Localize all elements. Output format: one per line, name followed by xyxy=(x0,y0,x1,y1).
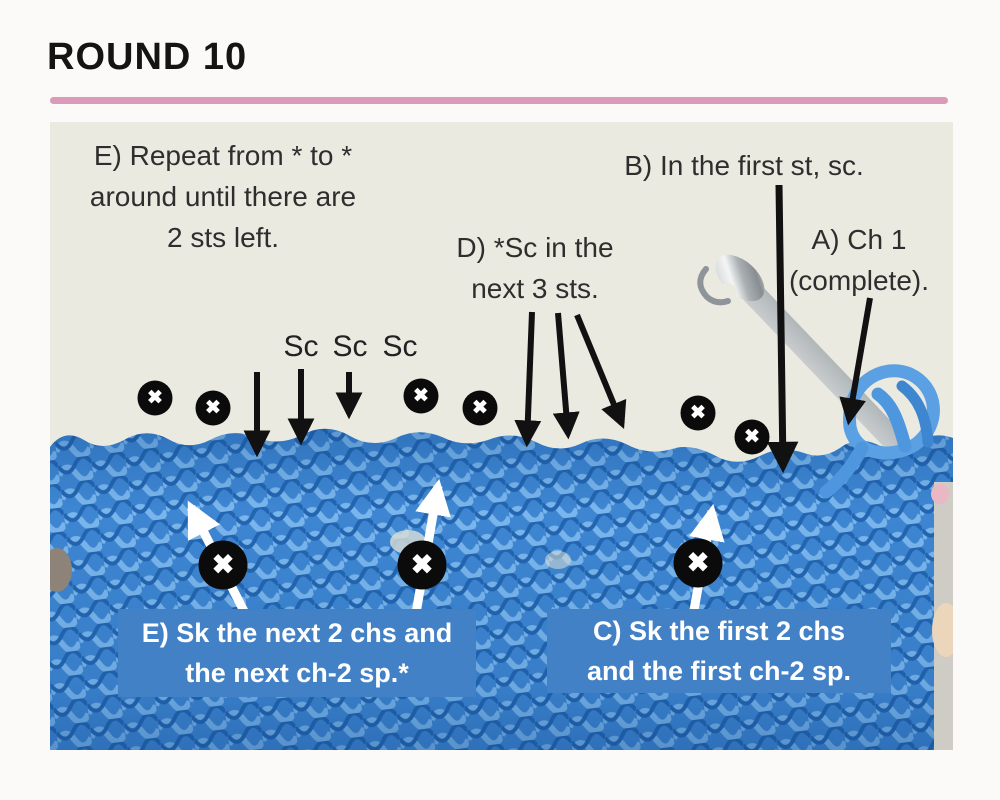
arrow-d-2 xyxy=(552,312,580,440)
stitch-marker-icon: ✖ xyxy=(680,395,716,431)
x-glyph: ✖ xyxy=(413,385,429,407)
annotation-line: A) Ch 1 xyxy=(811,224,907,255)
instruction-line: E) Sk the next 2 chs and xyxy=(141,618,453,648)
instruction-line: and the first ch-2 sp. xyxy=(586,656,852,686)
annotation-line: (complete). xyxy=(788,265,930,296)
title-divider xyxy=(50,97,948,104)
annotation-line: D) *Sc in the xyxy=(456,232,614,263)
x-glyph: ✖ xyxy=(686,547,710,578)
stitch-marker-icon: ✖ xyxy=(397,540,447,590)
annotation-step-b: B) In the first st, sc. xyxy=(603,145,885,186)
crochet-hook-icon xyxy=(697,254,953,520)
arrow-a xyxy=(839,297,873,426)
instruction-box-c: C) Sk the first 2 chs and the first ch-2… xyxy=(547,609,891,693)
instruction-line: C) Sk the first 2 chs xyxy=(592,616,846,646)
arrow-d-1 xyxy=(514,311,542,448)
annotation-line: B) In the first st, sc. xyxy=(624,150,864,181)
x-glyph: ✖ xyxy=(147,387,163,409)
annotation-line: E) Repeat from * to * xyxy=(93,140,353,171)
stitch-marker-icon: ✖ xyxy=(195,390,231,426)
stitch-marker-icon: ✖ xyxy=(734,419,770,455)
annotation-step-a: A) Ch 1 (complete). xyxy=(756,219,953,301)
arrow-b xyxy=(766,184,799,474)
chain-space-gap xyxy=(545,551,571,569)
arrows-overlay xyxy=(186,184,873,622)
x-glyph: ✖ xyxy=(211,549,235,580)
annotation-line: next 3 sts. xyxy=(471,273,599,304)
x-glyph: ✖ xyxy=(205,397,221,419)
x-glyph: ✖ xyxy=(472,397,488,419)
annotation-step-d: D) *Sc in the next 3 sts. xyxy=(428,227,642,309)
stitch-marker-icon: ✖ xyxy=(198,540,248,590)
sc-stitch-label: Sc xyxy=(332,330,368,363)
black-arrows xyxy=(243,184,873,474)
stitch-marker-icon: ✖ xyxy=(462,390,498,426)
stitch-marker-icon: ✖ xyxy=(137,380,173,416)
x-glyph: ✖ xyxy=(410,549,434,580)
x-glyph: ✖ xyxy=(690,402,706,424)
white-arrows xyxy=(186,478,725,622)
annotation-line: around until there are xyxy=(89,181,357,212)
annotation-step-e-top: E) Repeat from * to * around until there… xyxy=(56,135,390,258)
arrow-d-3 xyxy=(574,313,627,429)
annotation-line: 2 sts left. xyxy=(166,222,280,253)
x-glyph: ✖ xyxy=(744,426,760,448)
contrast-yarn-bit xyxy=(50,548,72,592)
instruction-box-e: E) Sk the next 2 chs and the next ch-2 s… xyxy=(118,609,476,697)
yarn-loop xyxy=(819,364,940,499)
stitch-marker-icon: ✖ xyxy=(403,378,439,414)
instruction-line: the next ch-2 sp.* xyxy=(185,658,409,688)
stitch-marker-icon: ✖ xyxy=(673,538,723,588)
finger xyxy=(931,482,953,750)
sc-stitch-label: Sc xyxy=(283,330,319,363)
sc-stitch-label: Sc xyxy=(382,330,418,363)
tutorial-photo: E) Repeat from * to * around until there… xyxy=(50,122,953,750)
page-title: ROUND 10 xyxy=(47,36,248,78)
